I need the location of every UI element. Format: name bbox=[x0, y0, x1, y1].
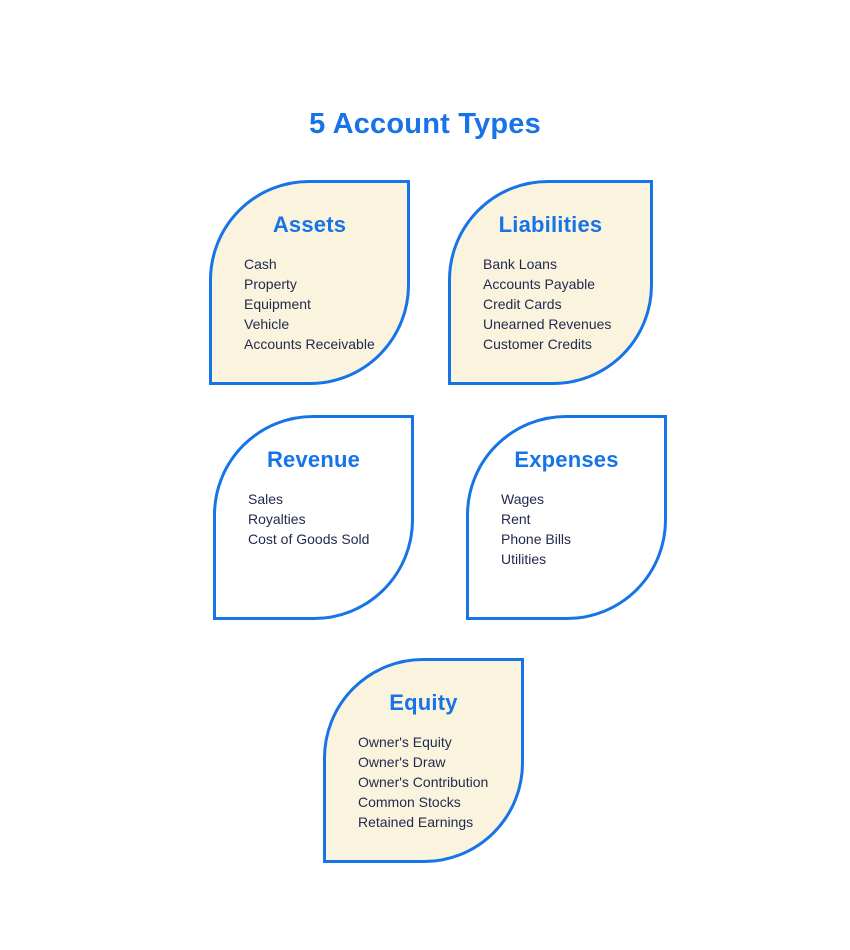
account-item: Equipment bbox=[244, 296, 311, 312]
account-item: Utilities bbox=[501, 551, 547, 567]
account-item: Accounts Payable bbox=[483, 276, 596, 292]
page-title: 5 Account Types bbox=[309, 108, 541, 140]
card-title: Expenses bbox=[514, 447, 619, 472]
card-title: Assets bbox=[272, 212, 347, 237]
account-item: Accounts Receivable bbox=[244, 336, 375, 352]
account-item: Owner's Equity bbox=[358, 734, 452, 750]
account-item: Unearned Revenues bbox=[483, 316, 612, 332]
account-item: Bank Loans bbox=[483, 256, 557, 272]
account-item: Common Stocks bbox=[358, 794, 461, 810]
account-item: Royalties bbox=[248, 511, 306, 527]
account-item: Retained Earnings bbox=[358, 814, 474, 830]
card-title: Liabilities bbox=[498, 212, 603, 237]
account-item: Phone Bills bbox=[501, 531, 572, 547]
account-item: Vehicle bbox=[244, 316, 290, 332]
account-item: Credit Cards bbox=[483, 296, 562, 312]
account-item: Sales bbox=[248, 491, 284, 507]
account-item: Rent bbox=[501, 511, 531, 527]
account-item: Property bbox=[244, 276, 297, 292]
account-item: Customer Credits bbox=[483, 336, 592, 352]
account-item: Cash bbox=[244, 256, 277, 272]
account-item: Wages bbox=[501, 491, 545, 507]
card-title: Equity bbox=[389, 690, 458, 715]
account-item: Owner's Draw bbox=[358, 754, 446, 770]
account-item: Owner's Contribution bbox=[358, 774, 489, 790]
card-title: Revenue bbox=[266, 447, 361, 472]
account-item: Cost of Goods Sold bbox=[248, 531, 370, 547]
